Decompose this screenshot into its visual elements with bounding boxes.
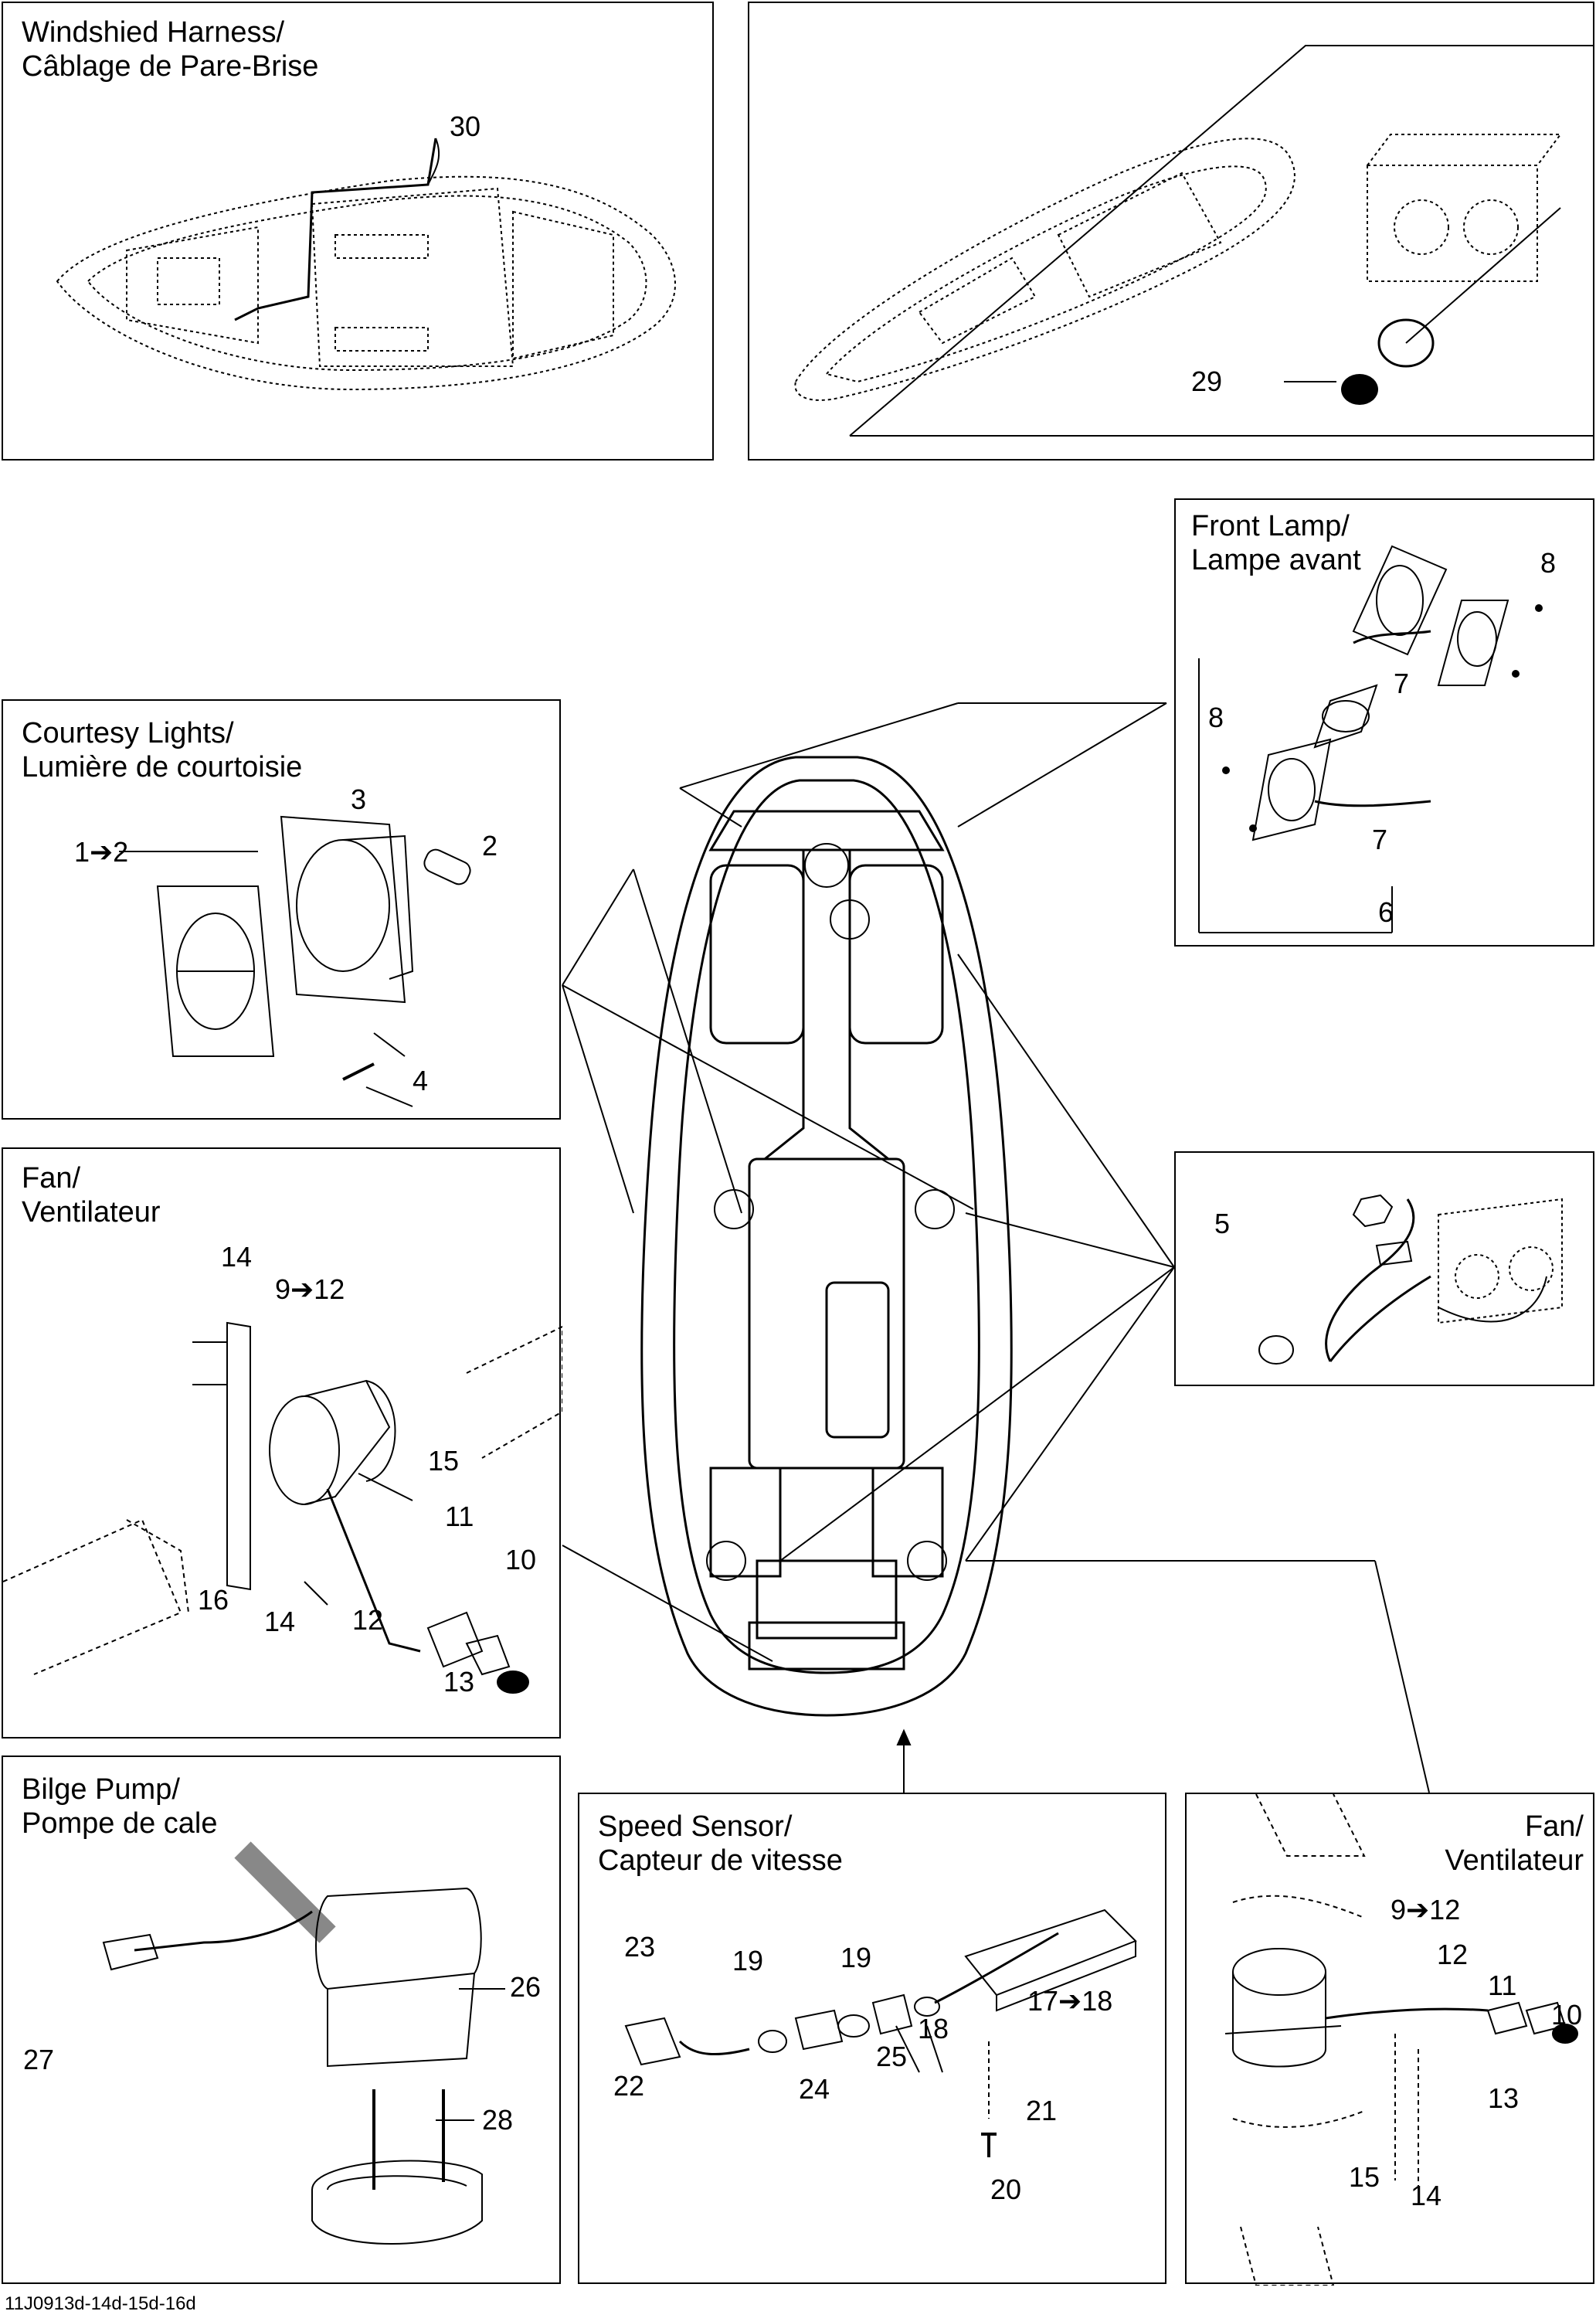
callout-18: 18 [918,2013,949,2044]
callout-1-2: 1➔2 [74,836,129,868]
callout-21: 21 [1026,2095,1058,2126]
callout-4: 4 [413,1065,429,1096]
speed-sensor-drawing [624,1908,1137,2157]
callout-26: 26 [510,1971,542,2003]
callout-20: 20 [990,2174,1022,2205]
callout-7: 7 [1394,668,1410,699]
panel-title: Courtesy Lights/ [22,717,234,749]
bilge-pump-drawing [102,1841,505,2245]
panel-title: Speed Sensor/ [598,1810,793,1843]
boat-and-plug-drawing [794,45,1594,437]
callout-6: 6 [1378,896,1394,928]
callout-22: 22 [613,2070,645,2102]
panel-title: Fan/ [1524,1810,1584,1843]
callout-28: 28 [482,2104,514,2136]
callout-11: 11 [1488,1970,1517,2001]
switch-drawing [1258,1194,1563,1365]
callout-30: 30 [450,110,481,142]
panel-courtesy-lights: Courtesy Lights/ Lumière de courtoisie 1… [2,699,561,1120]
panel-switch: 5 [1174,1151,1594,1386]
front-lamp-drawing [1198,545,1543,933]
callout-15: 15 [428,1445,460,1477]
callout-13: 13 [1488,2082,1520,2114]
callout-15: 15 [1349,2161,1380,2193]
panel-fan-left: Fan/ Ventilateur 14 9➔12 15 11 10 16 14 … [2,1147,562,1738]
callout-24: 24 [799,2073,830,2105]
panel-subtitle: Lampe avant [1191,544,1361,576]
fan-left-drawing [3,1321,562,1694]
callout-11: 11 [445,1501,474,1532]
callout-3: 3 [351,783,367,815]
callout-17-18: 17➔18 [1027,1985,1113,2017]
callout-8-lower: 8 [1208,702,1224,733]
panel-windshield-harness: Windshied Harness/ Câblage de Pare-Brise… [2,2,714,461]
callout-27: 27 [23,2044,55,2075]
callout-9-12: 9➔12 [1391,1894,1461,1925]
callout-5: 5 [1214,1208,1231,1239]
callout-10: 10 [505,1544,537,1575]
panel-bilge-pump: Bilge Pump/ Pompe de cale 26 27 28 [2,1755,561,2284]
callout-10: 10 [1551,1999,1583,2031]
callout-2: 2 [482,830,498,862]
panel-subtitle: Lumière de courtoisie [22,751,303,783]
callout-14: 14 [1411,2180,1442,2211]
panel-subtitle: Capteur de vitesse [598,1844,843,1877]
callout-13: 13 [443,1666,475,1698]
panel-front-detail: 29 [748,2,1594,461]
panel-speed-sensor: Speed Sensor/ Capteur de vitesse 23 19 1… [578,1793,1166,2284]
callout-23: 23 [624,1931,656,1963]
panel-fan-right: Fan/ Ventilateur 9➔12 12 11 10 13 15 14 [1185,1793,1594,2286]
main-boat-drawing [640,756,1013,1717]
panel-title: Fan/ [22,1162,81,1195]
boat-topview-drawing [56,138,676,391]
callout-19-right: 19 [840,1942,872,1973]
diagram-code: 11J0913d-14d-15d-16d [5,2293,196,2314]
callout-25: 25 [876,2041,908,2072]
callout-19-left: 19 [732,1945,764,1976]
fan-right-drawing [1224,1794,1578,2286]
callout-7-lower: 7 [1372,824,1388,855]
callout-14: 14 [221,1241,253,1273]
panel-front-lamp: Front Lamp/ Lampe avant 8 7 8 7 6 [1174,498,1594,947]
panel-subtitle: Câblage de Pare-Brise [22,50,319,83]
panel-title: Windshied Harness/ [22,16,285,49]
panel-subtitle: Pompe de cale [22,1807,218,1840]
callout-12: 12 [352,1604,384,1636]
panel-title: Bilge Pump/ [22,1773,180,1806]
callout-12: 12 [1437,1939,1469,1970]
callout-14-lower: 14 [264,1606,296,1637]
panel-title: Front Lamp/ [1191,510,1350,542]
panel-subtitle: Ventilateur [22,1196,161,1229]
callout-29: 29 [1191,365,1223,397]
panel-subtitle: Ventilateur [1445,1844,1584,1877]
callout-16: 16 [198,1584,229,1616]
callout-9-12: 9➔12 [275,1273,345,1305]
callout-8: 8 [1540,547,1557,579]
courtesy-light-drawing [119,815,471,1107]
